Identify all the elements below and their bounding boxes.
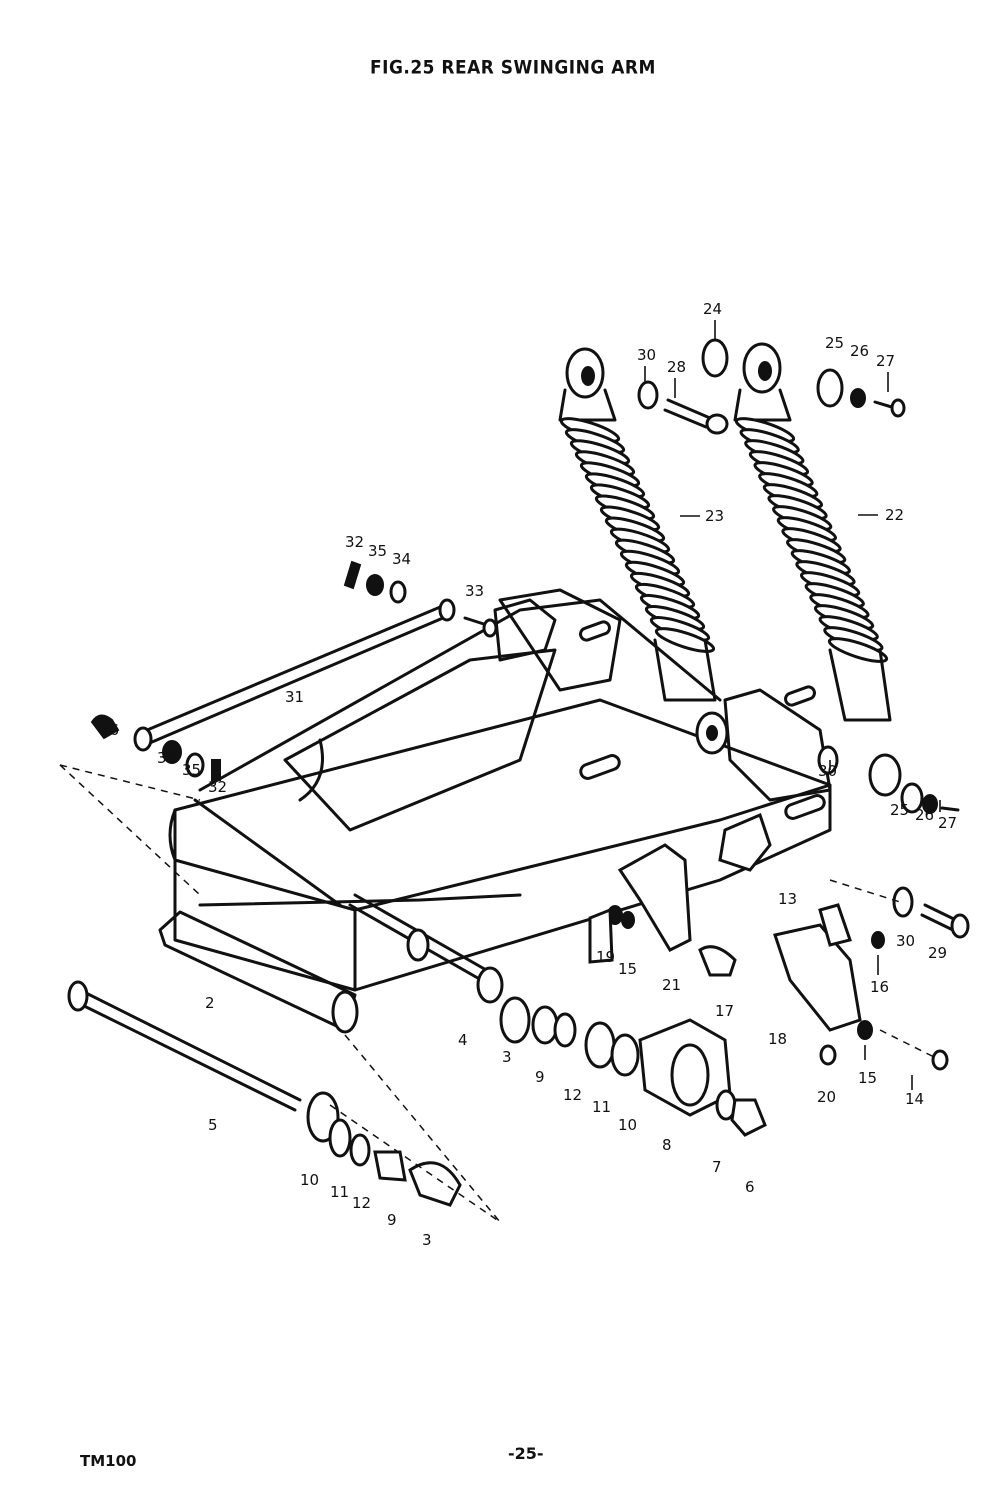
spring-coil (827, 637, 889, 663)
callout-label: 35 (182, 761, 201, 779)
callout-label: 3 (422, 1231, 432, 1249)
callout-label: 29 (928, 944, 947, 962)
callout-label: 14 (905, 1090, 924, 1108)
callout-label: 35 (368, 542, 387, 560)
callout-label: 15 (858, 1069, 877, 1087)
shock-hardware (637, 338, 970, 939)
callout-label: 15 (618, 960, 637, 978)
callout-label: 34 (157, 749, 176, 767)
swing-arm-drawing (158, 588, 832, 1034)
brackets (588, 812, 949, 1071)
callout-label: 27 (938, 814, 957, 832)
model-code: TM100 (80, 1452, 137, 1470)
callout-label: 10 (300, 1171, 319, 1189)
callout-label: 3 (502, 1048, 512, 1066)
callout-label: 9 (535, 1068, 545, 1086)
callout-label: 27 (876, 352, 895, 370)
callout-label: 24 (703, 300, 722, 318)
spring-coil (654, 627, 716, 653)
callout-label: 30 (637, 346, 656, 364)
callout-label: 23 (705, 507, 724, 525)
callout-label: 19 (596, 948, 615, 966)
callout-label: 16 (870, 978, 889, 996)
callout-label: 12 (563, 1086, 582, 1104)
callout-label: 7 (712, 1158, 722, 1176)
callout-label: 28 (667, 358, 686, 376)
callout-labels: 2 3 3 4 5 6 7 8 9 9 10 10 11 11 12 12 13… (100, 300, 957, 1249)
callout-label: 25 (890, 801, 909, 819)
shock-absorber-right (733, 342, 902, 797)
callout-label: 26 (850, 342, 869, 360)
callout-label: 34 (392, 550, 411, 568)
callout-label: 13 (778, 890, 797, 908)
callout-label: 10 (618, 1116, 637, 1134)
callout-label: 26 (915, 806, 934, 824)
callout-label: 36 (100, 721, 119, 739)
callout-label: 11 (592, 1098, 611, 1116)
callout-label: 20 (817, 1088, 836, 1106)
callout-label: 4 (458, 1031, 468, 1049)
callout-label: 18 (768, 1030, 787, 1048)
leader-lines (644, 320, 941, 1090)
callout-label: 32 (345, 533, 364, 551)
callout-label: 2 (205, 994, 215, 1012)
callout-label: 31 (285, 688, 304, 706)
callout-label: 6 (745, 1178, 755, 1196)
right-pivot-assembly (348, 893, 767, 1137)
chain-adjuster-rod (90, 560, 498, 781)
callout-label: 8 (662, 1136, 672, 1154)
callout-label: 5 (208, 1116, 218, 1134)
callout-label: 17 (715, 1002, 734, 1020)
callout-label: 11 (330, 1183, 349, 1201)
callout-label: 12 (352, 1194, 371, 1212)
pivot-shaft-assembly (59, 764, 501, 1223)
callout-label: 30 (818, 762, 837, 780)
callout-label: 22 (885, 506, 904, 524)
callout-label: 30 (896, 932, 915, 950)
callout-label: 9 (387, 1211, 397, 1229)
callout-label: 25 (825, 334, 844, 352)
page-number: -25- (508, 1444, 544, 1463)
shock-absorber-left (558, 347, 729, 755)
callout-label: 32 (208, 778, 227, 796)
figure-title: FIG.25 REAR SWINGING ARM (370, 57, 656, 79)
callout-label: 21 (662, 976, 681, 994)
callout-label: 33 (465, 582, 484, 600)
